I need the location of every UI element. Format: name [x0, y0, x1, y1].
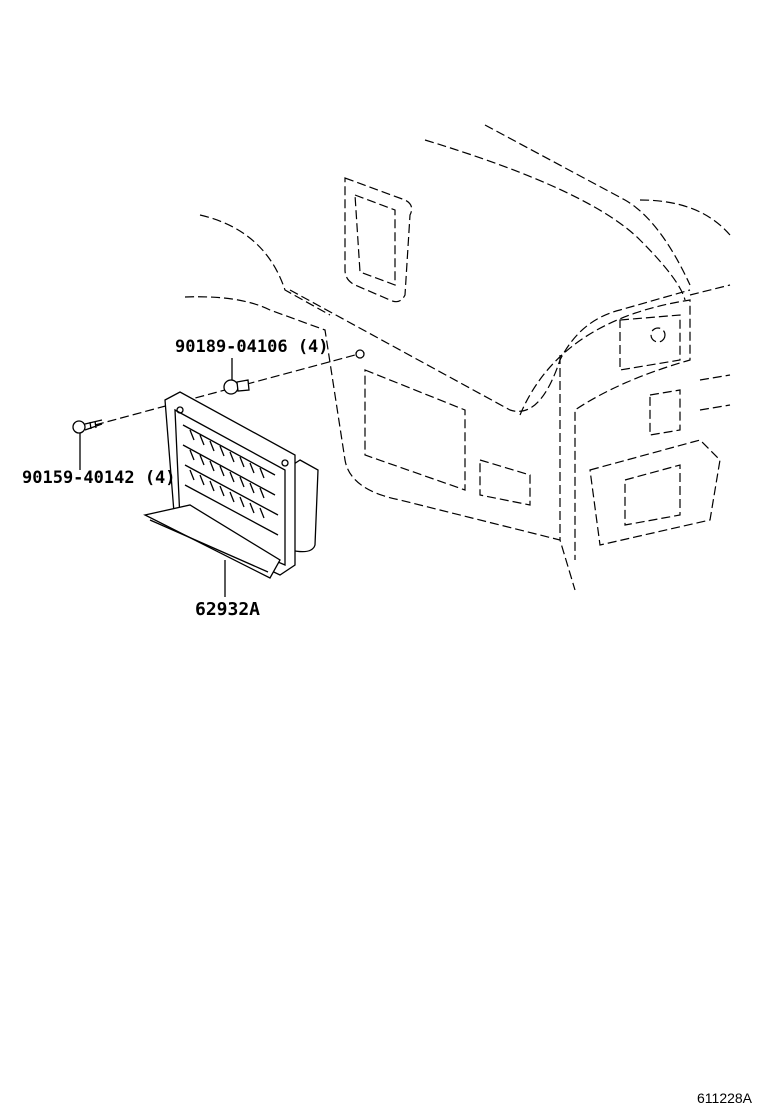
screw-90159-40142 [72, 419, 103, 470]
vent-grille-62932A [143, 391, 319, 597]
callout-62932A: 62932A [195, 599, 261, 620]
callout-90159-40142: 90159-40142 (4) [22, 468, 176, 488]
clip-90189-04106 [223, 358, 250, 395]
diagram-reference-number: 611228A [697, 1090, 753, 1106]
callout-90189-04106: 90189-04106 (4) [175, 337, 329, 357]
vehicle-body-outline [184, 124, 731, 591]
